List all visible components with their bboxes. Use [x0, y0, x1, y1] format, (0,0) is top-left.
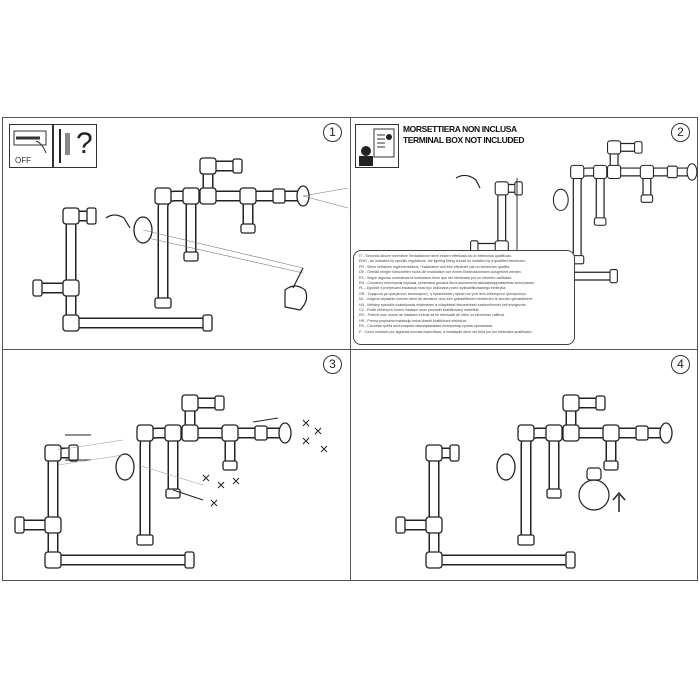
assembly-drawing: [455, 118, 698, 349]
step-number: 2: [671, 123, 690, 142]
arrow-up-icon: [612, 491, 626, 512]
drill-guide-lines: [142, 187, 349, 274]
screws-icon: [65, 417, 328, 507]
wire-icon: [105, 214, 131, 229]
note-line: NL - Volgens bepaalde normen dient de ar…: [359, 297, 534, 302]
note-line: ES - Según algunas normativas la instala…: [359, 275, 513, 280]
hand-pencil-icon: [284, 267, 308, 311]
installation-notes: IT - Secondo alcune normative l'installa…: [353, 250, 575, 345]
screw-anchor-icon: ?: [53, 124, 97, 168]
note-line: GR - Σύμφωνα με ορισμένους κανονισμούς, …: [359, 291, 527, 296]
step-number: 1: [323, 123, 342, 142]
question-icon: ?: [76, 127, 93, 160]
notice-line: TERMINAL BOX NOT INCLUDED: [403, 135, 525, 145]
note-line: FR - Selon certaines réglementations, l'…: [359, 264, 511, 269]
switch-off-icon: OFF: [9, 124, 53, 168]
note-line: ENG - As indicated by specific regulatio…: [359, 259, 526, 264]
note-line: RS - Системи треба инсталирати квалифико…: [359, 324, 493, 329]
note-line: HR - Prema propisima instalaciju treba o…: [359, 318, 467, 323]
assembly-drawing: [3, 350, 328, 581]
notice-line: MORSETTIERA NON INCLUSA: [403, 124, 517, 134]
note-line: CZ - Podle některých norem instalaci mus…: [359, 308, 480, 313]
note-line: RU - Согласно некоторым нормам, установк…: [359, 281, 535, 286]
assembly-drawing: [351, 350, 698, 581]
terminal-box-notice: MORSETTIERA NON INCLUSA TERMINAL BOX NOT…: [403, 124, 525, 146]
step-2-panel: MORSETTIERA NON INCLUSA TERMINAL BOX NOT…: [351, 118, 698, 350]
step-4-panel: 4: [351, 350, 698, 581]
instruction-sheet: OFF ? 1 MORSETTIERA NON INCLUSA TERMINAL…: [2, 117, 698, 581]
note-line: RO - Potrivit unor norme de instalare tr…: [359, 313, 506, 318]
note-line: P - Como indicado por algumas normas esp…: [359, 329, 533, 334]
step-number: 4: [671, 355, 690, 374]
note-line: PL - Zgodnie z przepisami instalacja mus…: [359, 286, 507, 291]
off-label: OFF: [15, 156, 31, 165]
alignment-lines: [57, 439, 204, 486]
step-3-panel: 3: [3, 350, 351, 581]
note-line: IT - Secondo alcune normative l'installa…: [359, 254, 512, 258]
note-line: DE - Gemäß einiger Vorschriften muss die…: [359, 270, 522, 275]
wire-icon: [455, 174, 481, 189]
electrician-certificate-icon: [355, 124, 399, 168]
assembly-drawing: [3, 118, 349, 349]
step-number: 3: [323, 355, 342, 374]
note-line: HU - Néhány speciális szabályozás értelm…: [359, 302, 527, 307]
light-bulb-icon: [578, 467, 610, 511]
step-1-panel: OFF ? 1: [3, 118, 351, 350]
